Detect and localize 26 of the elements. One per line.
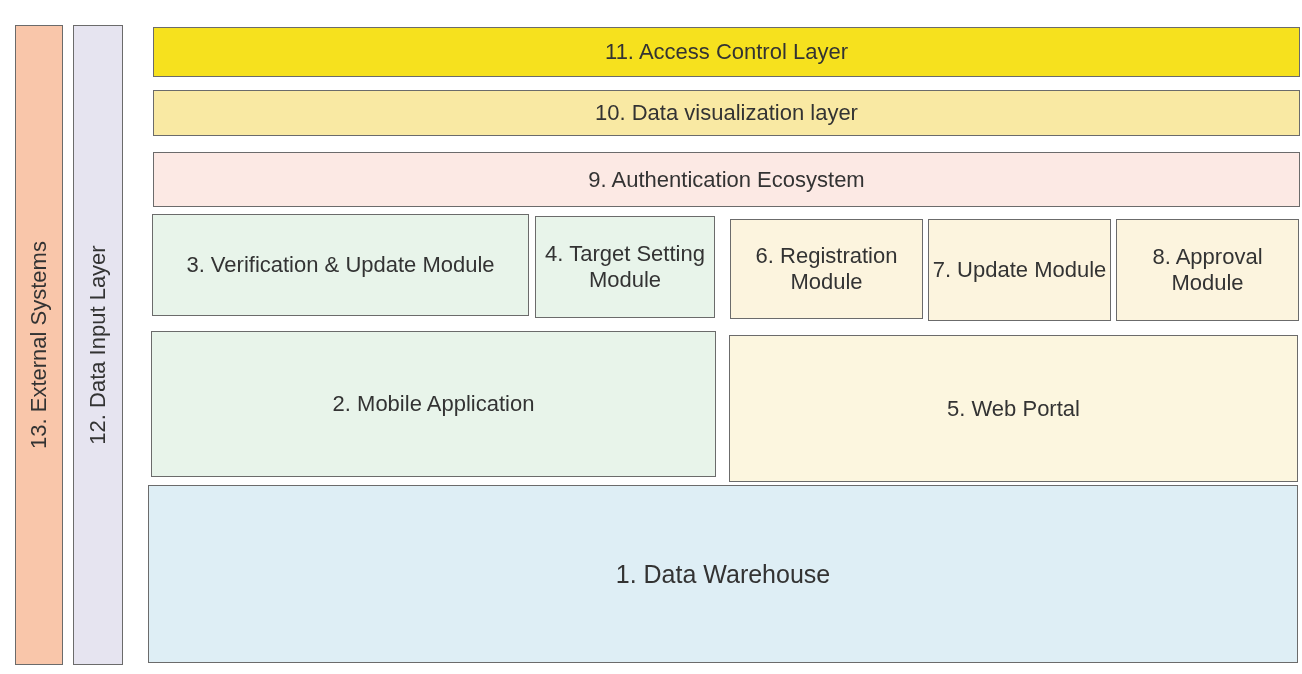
layer-label: 7. Update Module — [932, 257, 1107, 283]
layer-label: 4. Target Setting Module — [544, 241, 706, 293]
layer-label: 10. Data visualization layer — [595, 100, 858, 126]
layer-label: 8. Approval Module — [1151, 244, 1264, 296]
module-box — [928, 219, 1111, 321]
module-box — [1116, 219, 1299, 321]
module-box — [152, 214, 529, 316]
layer-label: 13. External Systems — [26, 241, 52, 449]
layer-band — [148, 485, 1298, 663]
layer-band — [153, 152, 1300, 207]
layer-label: 6. Registration Module — [754, 243, 899, 295]
module-box — [535, 216, 715, 318]
vertical-layer-bar — [15, 25, 63, 665]
layer-band — [153, 90, 1300, 136]
vertical-layer-bar — [73, 25, 123, 665]
layer-label: 9. Authentication Ecosystem — [588, 166, 865, 193]
module-box — [730, 219, 923, 319]
layer-label: 3. Verification & Update Module — [186, 252, 495, 278]
layer-label: 11. Access Control Layer — [605, 39, 848, 65]
module-box — [729, 335, 1298, 482]
layer-label: 5. Web Portal — [947, 395, 1080, 422]
layer-label: 1. Data Warehouse — [615, 559, 831, 589]
module-box — [151, 331, 716, 477]
layer-label: 2. Mobile Application — [332, 391, 535, 417]
layer-band — [153, 27, 1300, 77]
layer-label: 12. Data Input Layer — [85, 245, 111, 445]
